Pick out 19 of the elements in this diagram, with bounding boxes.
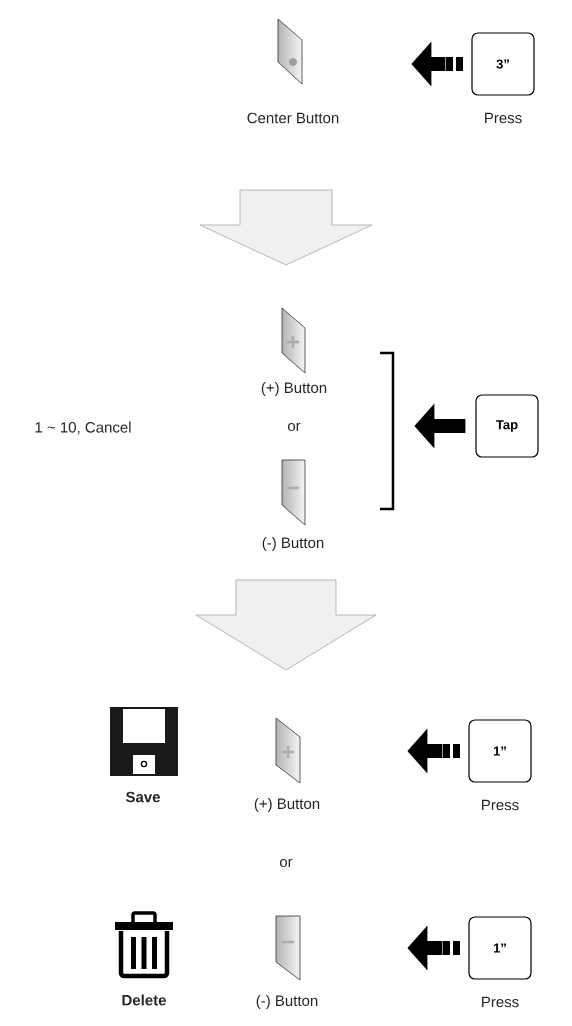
or-text: or xyxy=(287,422,301,432)
button-label: (-) Button xyxy=(262,537,324,551)
key-box: 3” xyxy=(471,32,535,96)
block-arrow xyxy=(195,579,377,671)
button-label: (+) Button xyxy=(261,382,327,396)
key-box: 1” xyxy=(468,916,532,980)
button-label: (+) Button xyxy=(254,798,320,812)
label-text: 1 ~ 10, Cancel xyxy=(35,421,131,435)
key-box: Tap xyxy=(475,394,539,458)
action-label: Press xyxy=(485,112,522,124)
button-label: (-) Button xyxy=(256,995,318,1009)
block-arrow xyxy=(199,189,373,266)
icon-label: Delete xyxy=(122,994,166,1006)
action-label: Press xyxy=(482,996,519,1008)
icon-label: Save xyxy=(125,791,160,803)
or-text: or xyxy=(279,858,293,868)
action-label: Press xyxy=(482,799,519,811)
button-label: Center Button xyxy=(247,112,339,124)
key-box: 1” xyxy=(468,719,532,783)
